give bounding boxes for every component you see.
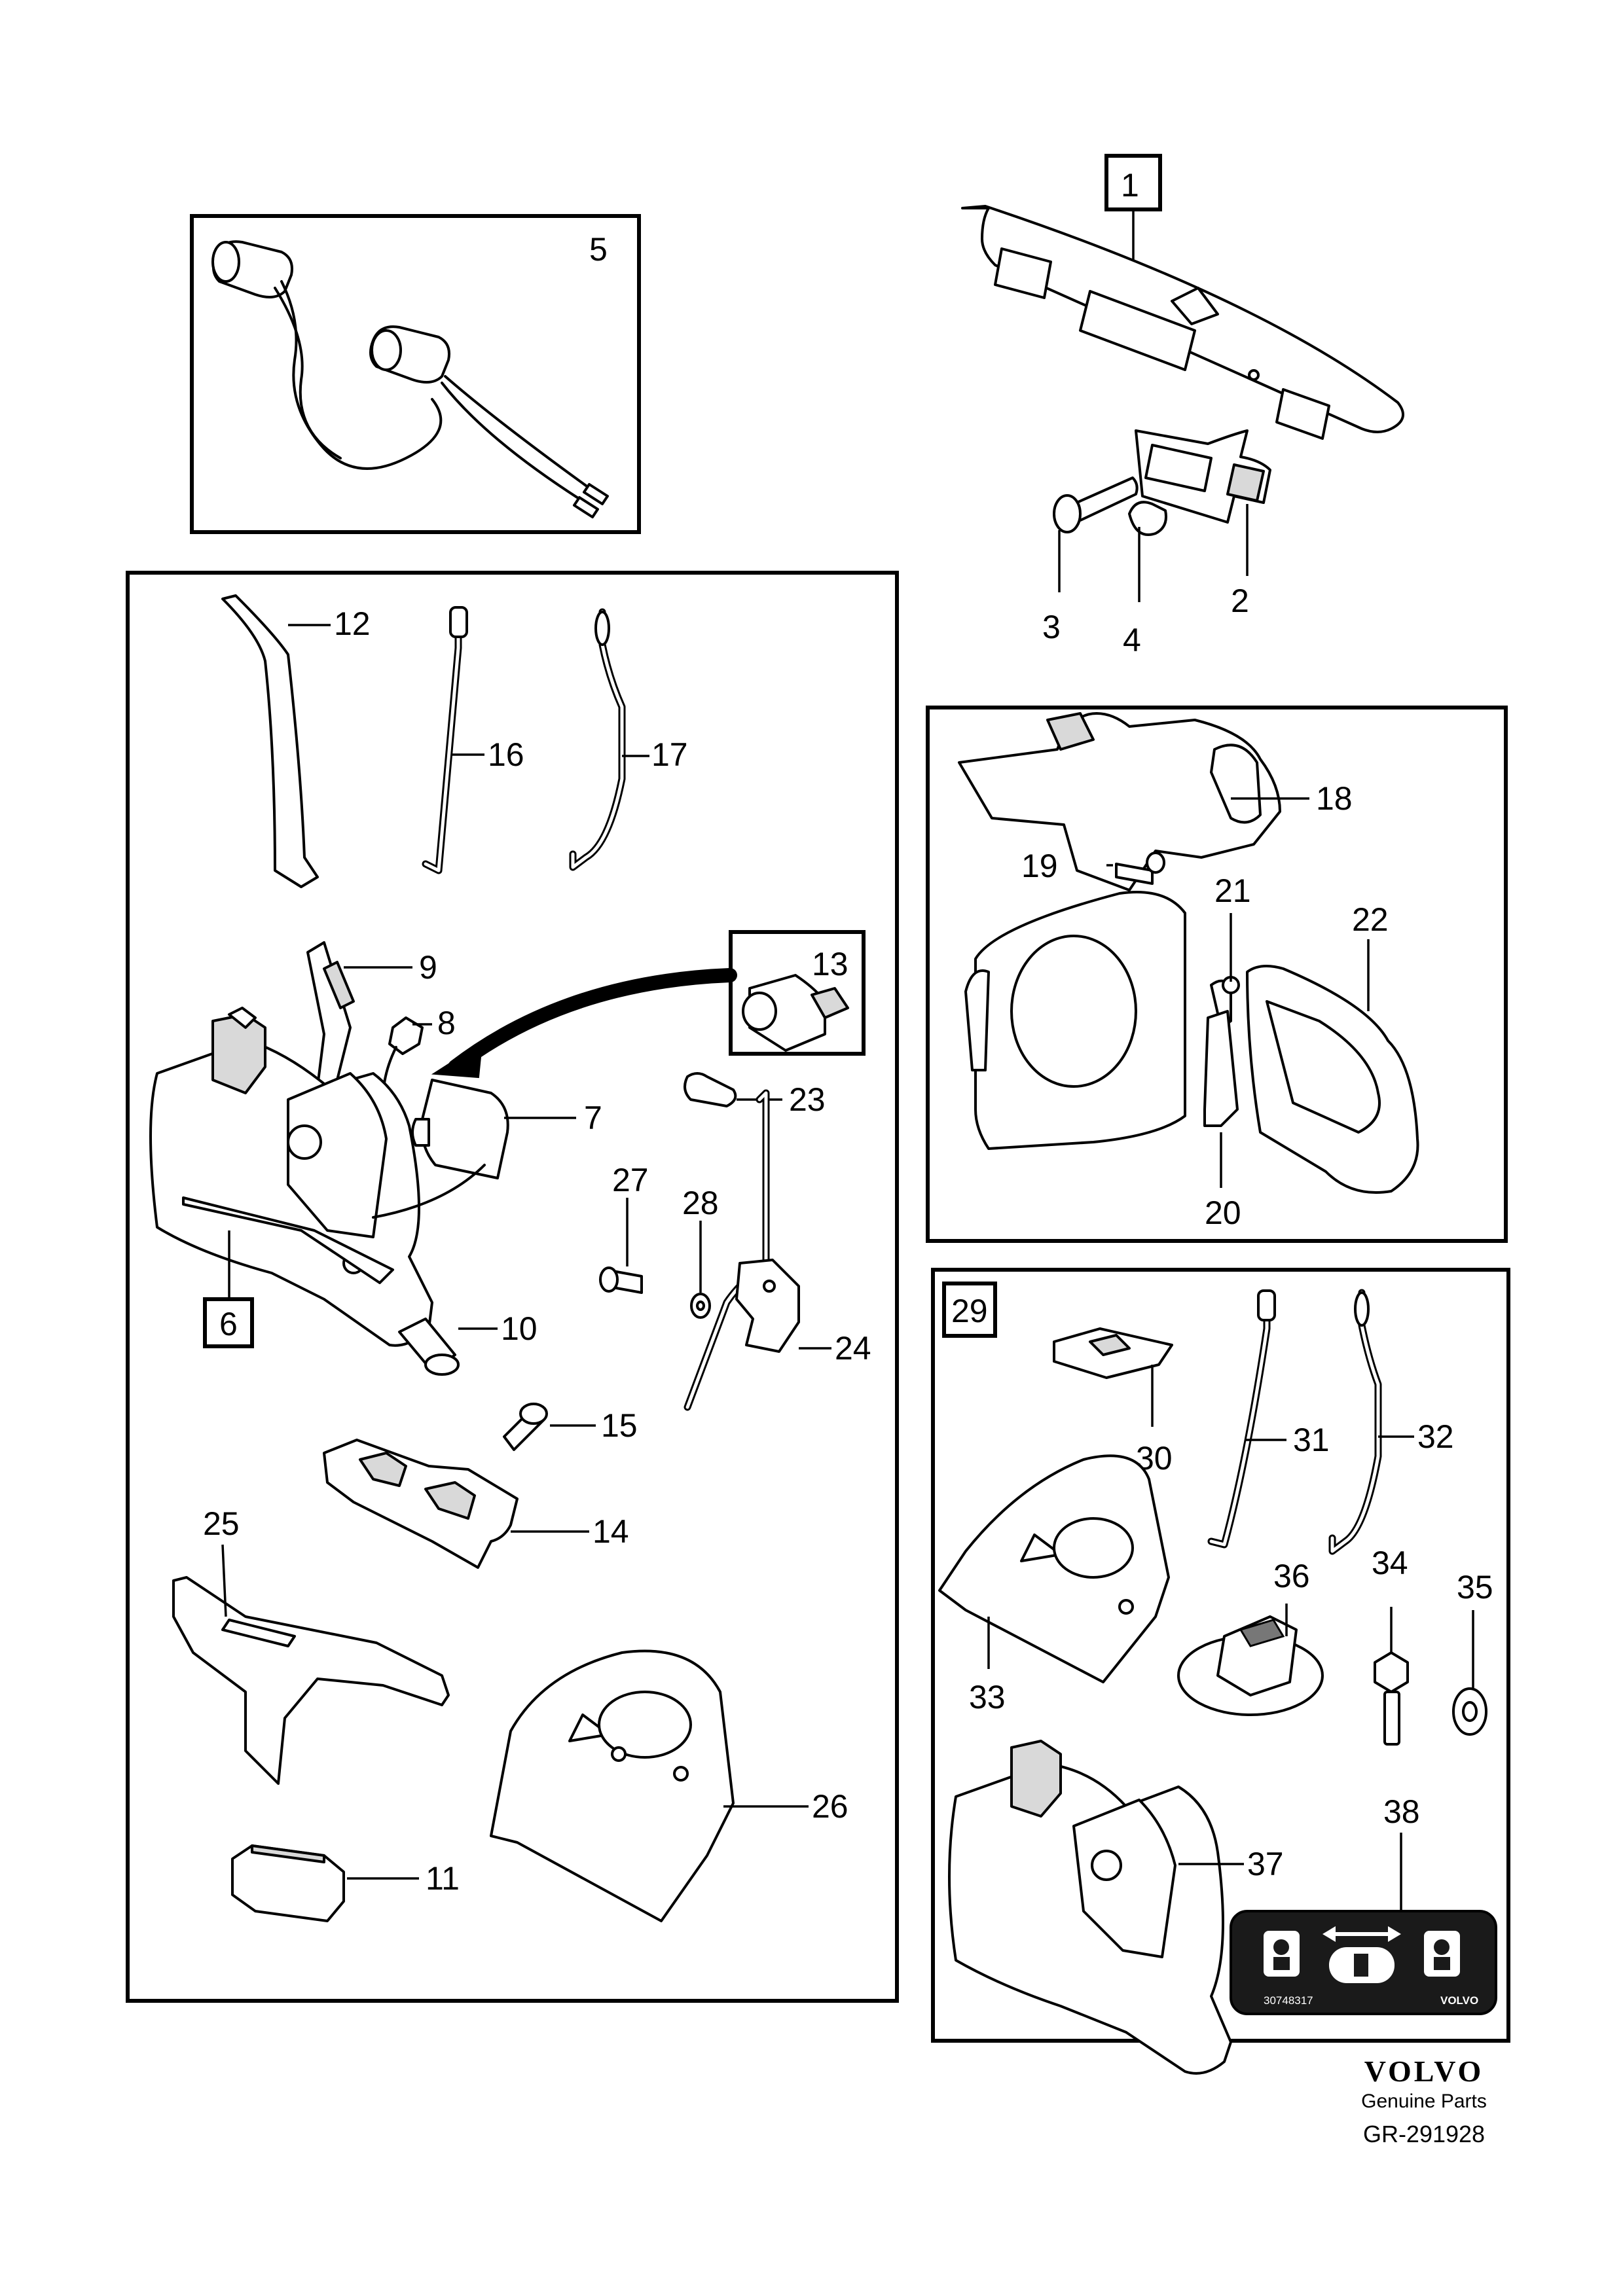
assembly-arrow-icon: [448, 968, 737, 1074]
callout-13-box: [729, 930, 866, 1056]
part-fuel-housing: [964, 891, 1186, 1150]
callout-37: 37: [1247, 1846, 1284, 1882]
part-32-rod: 32: [1328, 1289, 1454, 1555]
handle-plate-body: [961, 205, 1404, 433]
part-31-rod: 31: [1207, 1289, 1330, 1549]
part-38-label-plate: 38 30748317 VOLVO: [1230, 1793, 1497, 2015]
part-33-shield: 33: [938, 1454, 1170, 1715]
callout-16: 16: [488, 736, 524, 773]
callout-29-box: [942, 1282, 997, 1338]
part-17-rod: 17: [569, 608, 688, 871]
callout-31: 31: [1293, 1422, 1330, 1458]
part-25-bracket: 25: [172, 1505, 450, 1785]
part-19-screw: 19: [1021, 848, 1165, 885]
callout-38: 38: [1383, 1793, 1420, 1830]
part-27-screw: 27: [599, 1162, 649, 1294]
part-22-fuel-flap: 22: [1246, 901, 1419, 1194]
callout-33: 33: [969, 1679, 1006, 1715]
part-6-lock-body: 6: [149, 1007, 433, 1348]
callout-3: 3: [1042, 609, 1061, 645]
callout-32: 32: [1417, 1418, 1454, 1455]
part-37-lock-body: 37: [948, 1740, 1284, 2075]
group-6-frame: [126, 571, 899, 2003]
part-26-shield: 26: [490, 1649, 848, 1922]
label-plate-code: 30748317: [1264, 1994, 1313, 2007]
callout-27: 27: [612, 1162, 649, 1198]
callout-4: 4: [1123, 622, 1141, 658]
callout-36: 36: [1273, 1558, 1310, 1594]
footer-code: GR-291928: [1363, 2121, 1485, 2147]
callout-29: 29: [951, 1293, 988, 1329]
callout-35: 35: [1457, 1569, 1493, 1605]
footer-subtitle: Genuine Parts: [1361, 2090, 1487, 2112]
part-2-bracket: 2: [1135, 429, 1271, 619]
callout-9: 9: [419, 949, 437, 986]
part-14-striker: 14: [323, 1439, 629, 1569]
part-28-washer: 28: [682, 1185, 719, 1319]
callout-1: 1: [1121, 167, 1139, 204]
part-20-hinge-arm: 20: [1203, 1010, 1241, 1231]
part-35-washer: 35: [1452, 1569, 1493, 1736]
part-4-clip: 4: [1123, 501, 1167, 658]
arrow-head-icon: [431, 1041, 483, 1079]
callout-12: 12: [334, 605, 371, 642]
callout-21: 21: [1214, 872, 1251, 909]
callout-19: 19: [1021, 848, 1058, 884]
part-18-lock-unit: 18: [958, 712, 1353, 891]
part-16-rod: 16: [422, 606, 524, 874]
callout-26: 26: [812, 1788, 848, 1825]
unlock-person-icon: [1424, 1931, 1460, 1977]
group-fuel-flap-frame: [926, 706, 1508, 1243]
part-24-rod-bracket: 24: [684, 1089, 871, 1411]
callout-25: 25: [203, 1505, 240, 1542]
part-23-clip: 23: [684, 1072, 826, 1118]
part-1-handle-plate: 1: [961, 154, 1404, 440]
callout-13: 13: [812, 946, 848, 982]
part-21-hinge: 21: [1210, 872, 1251, 1029]
callout-15: 15: [601, 1407, 638, 1444]
group-5-frame: [190, 214, 641, 534]
bulb-holder-icon: [211, 240, 609, 518]
part-13-switch: 13: [729, 930, 866, 1056]
callout-5: 5: [589, 231, 608, 268]
label-plate-brand: VOLVO: [1440, 1994, 1478, 2007]
footer-brand: VOLVO: [1364, 2054, 1484, 2088]
part-15-bolt: 15: [503, 1403, 638, 1451]
callout-23: 23: [789, 1081, 826, 1118]
part-12-strip: 12: [221, 594, 371, 888]
part-30-clip: 30: [1053, 1327, 1173, 1477]
callout-34: 34: [1372, 1545, 1408, 1581]
group-5-bulb-harness: 5: [190, 214, 641, 534]
lock-person-icon: [1264, 1931, 1300, 1977]
callout-11: 11: [426, 1860, 460, 1897]
callout-17: 17: [651, 736, 688, 773]
callout-14: 14: [593, 1513, 629, 1550]
part-10-bolt: 10: [398, 1310, 538, 1376]
lock-slot-icon: [1329, 1947, 1395, 1983]
callout-6: 6: [219, 1306, 238, 1342]
part-36-grommet: 36: [1177, 1558, 1324, 1716]
part-9-lever: 9: [306, 941, 437, 1094]
callout-22: 22: [1352, 901, 1389, 938]
callout-18: 18: [1316, 780, 1353, 817]
part-7-actuator: 7: [372, 1079, 602, 1219]
part-11-connector: 11: [231, 1844, 460, 1922]
double-arrow-icon: [1322, 1926, 1401, 1942]
callout-28: 28: [682, 1185, 719, 1221]
callout-20: 20: [1205, 1194, 1241, 1231]
part-3-screw: 3: [1042, 476, 1139, 645]
callout-2: 2: [1231, 583, 1249, 619]
callout-8: 8: [437, 1005, 456, 1041]
callout-24: 24: [835, 1330, 871, 1367]
callout-10: 10: [501, 1310, 538, 1347]
callout-7: 7: [584, 1100, 602, 1136]
callout-6-box: [203, 1297, 254, 1348]
part-34-bolt: 34: [1372, 1545, 1409, 1746]
